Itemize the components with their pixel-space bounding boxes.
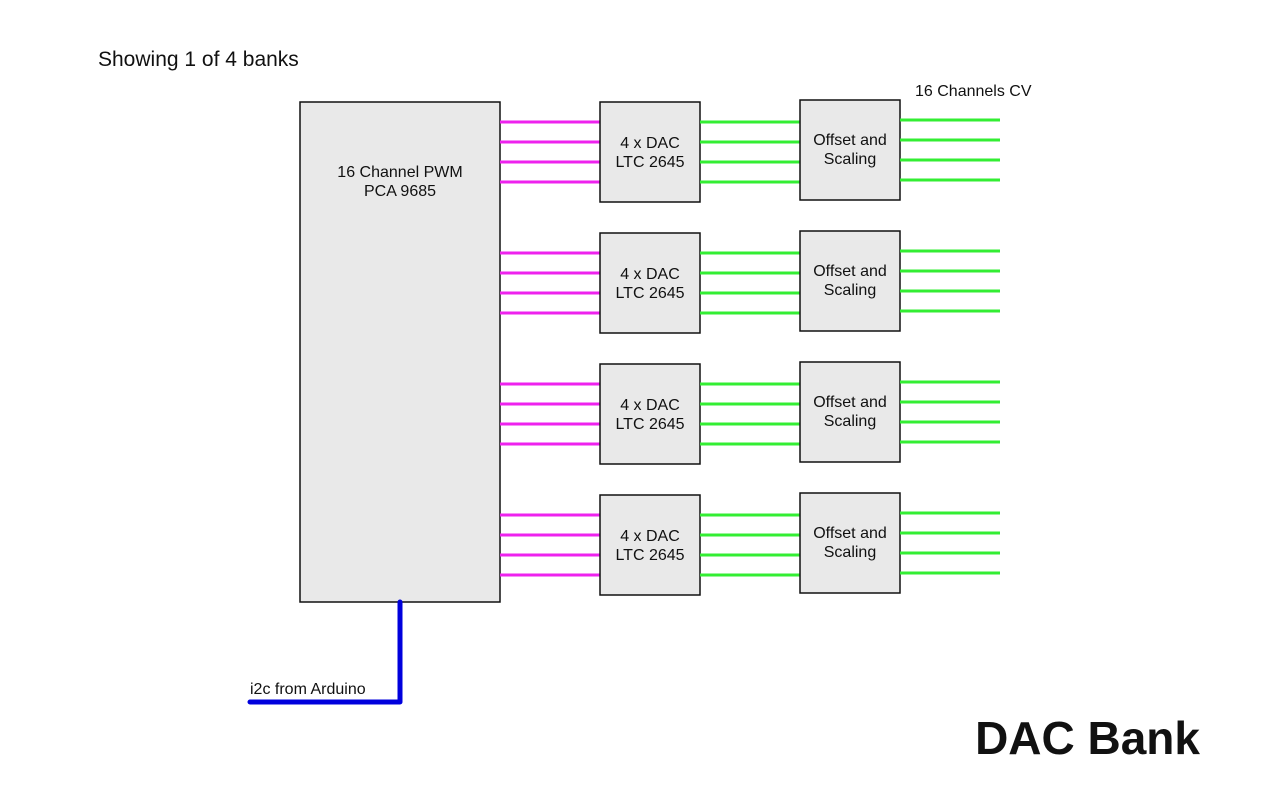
dac-chip-box <box>599 363 701 465</box>
i2c-input-label: i2c from Arduino <box>250 681 366 698</box>
bank-count-note: Showing 1 of 4 banks <box>98 48 299 71</box>
pwm-chip: 16 Channel PWM PCA 9685 <box>299 101 501 603</box>
offset-scaling-label-line1: Offset and <box>813 394 887 411</box>
offset-scaling-label-line1: Offset and <box>813 525 887 542</box>
dac-chip-label-line2: LTC 2645 <box>615 547 684 564</box>
offset-scaling-box <box>799 492 901 594</box>
offset-scaling-label-line2: Scaling <box>824 151 876 168</box>
offset-scaling-label-line2: Scaling <box>824 282 876 299</box>
pwm-chip-label-line1: 16 Channel PWM <box>337 164 462 181</box>
dac-chip-label-line1: 4 x DAC <box>620 528 680 545</box>
dac-chip-label-line2: LTC 2645 <box>615 285 684 302</box>
dac-chip-box <box>599 494 701 596</box>
pwm-chip-label-line2: PCA 9685 <box>364 183 436 200</box>
dac-chip-label-line2: LTC 2645 <box>615 154 684 171</box>
dac-chip-label-line2: LTC 2645 <box>615 416 684 433</box>
offset-scaling-box <box>799 99 901 201</box>
offset-scaling-label-line2: Scaling <box>824 413 876 430</box>
offset-scaling-label-line1: Offset and <box>813 132 887 149</box>
pwm-chip-box <box>299 101 501 603</box>
i2c-bus-wire <box>247 599 403 705</box>
offset-scaling-label-line2: Scaling <box>824 544 876 561</box>
offset-scaling-box <box>799 230 901 332</box>
diagram-title: DAC Bank <box>975 712 1200 764</box>
dac-chip-label-line1: 4 x DAC <box>620 135 680 152</box>
dac-chip-box <box>599 101 701 203</box>
offset-scaling-label-line1: Offset and <box>813 263 887 280</box>
dac-chip-box <box>599 232 701 334</box>
cv-outputs-label: 16 Channels CV <box>915 83 1032 100</box>
dac-chip-label-line1: 4 x DAC <box>620 266 680 283</box>
dac-chip-label-line1: 4 x DAC <box>620 397 680 414</box>
offset-scaling-box <box>799 361 901 463</box>
